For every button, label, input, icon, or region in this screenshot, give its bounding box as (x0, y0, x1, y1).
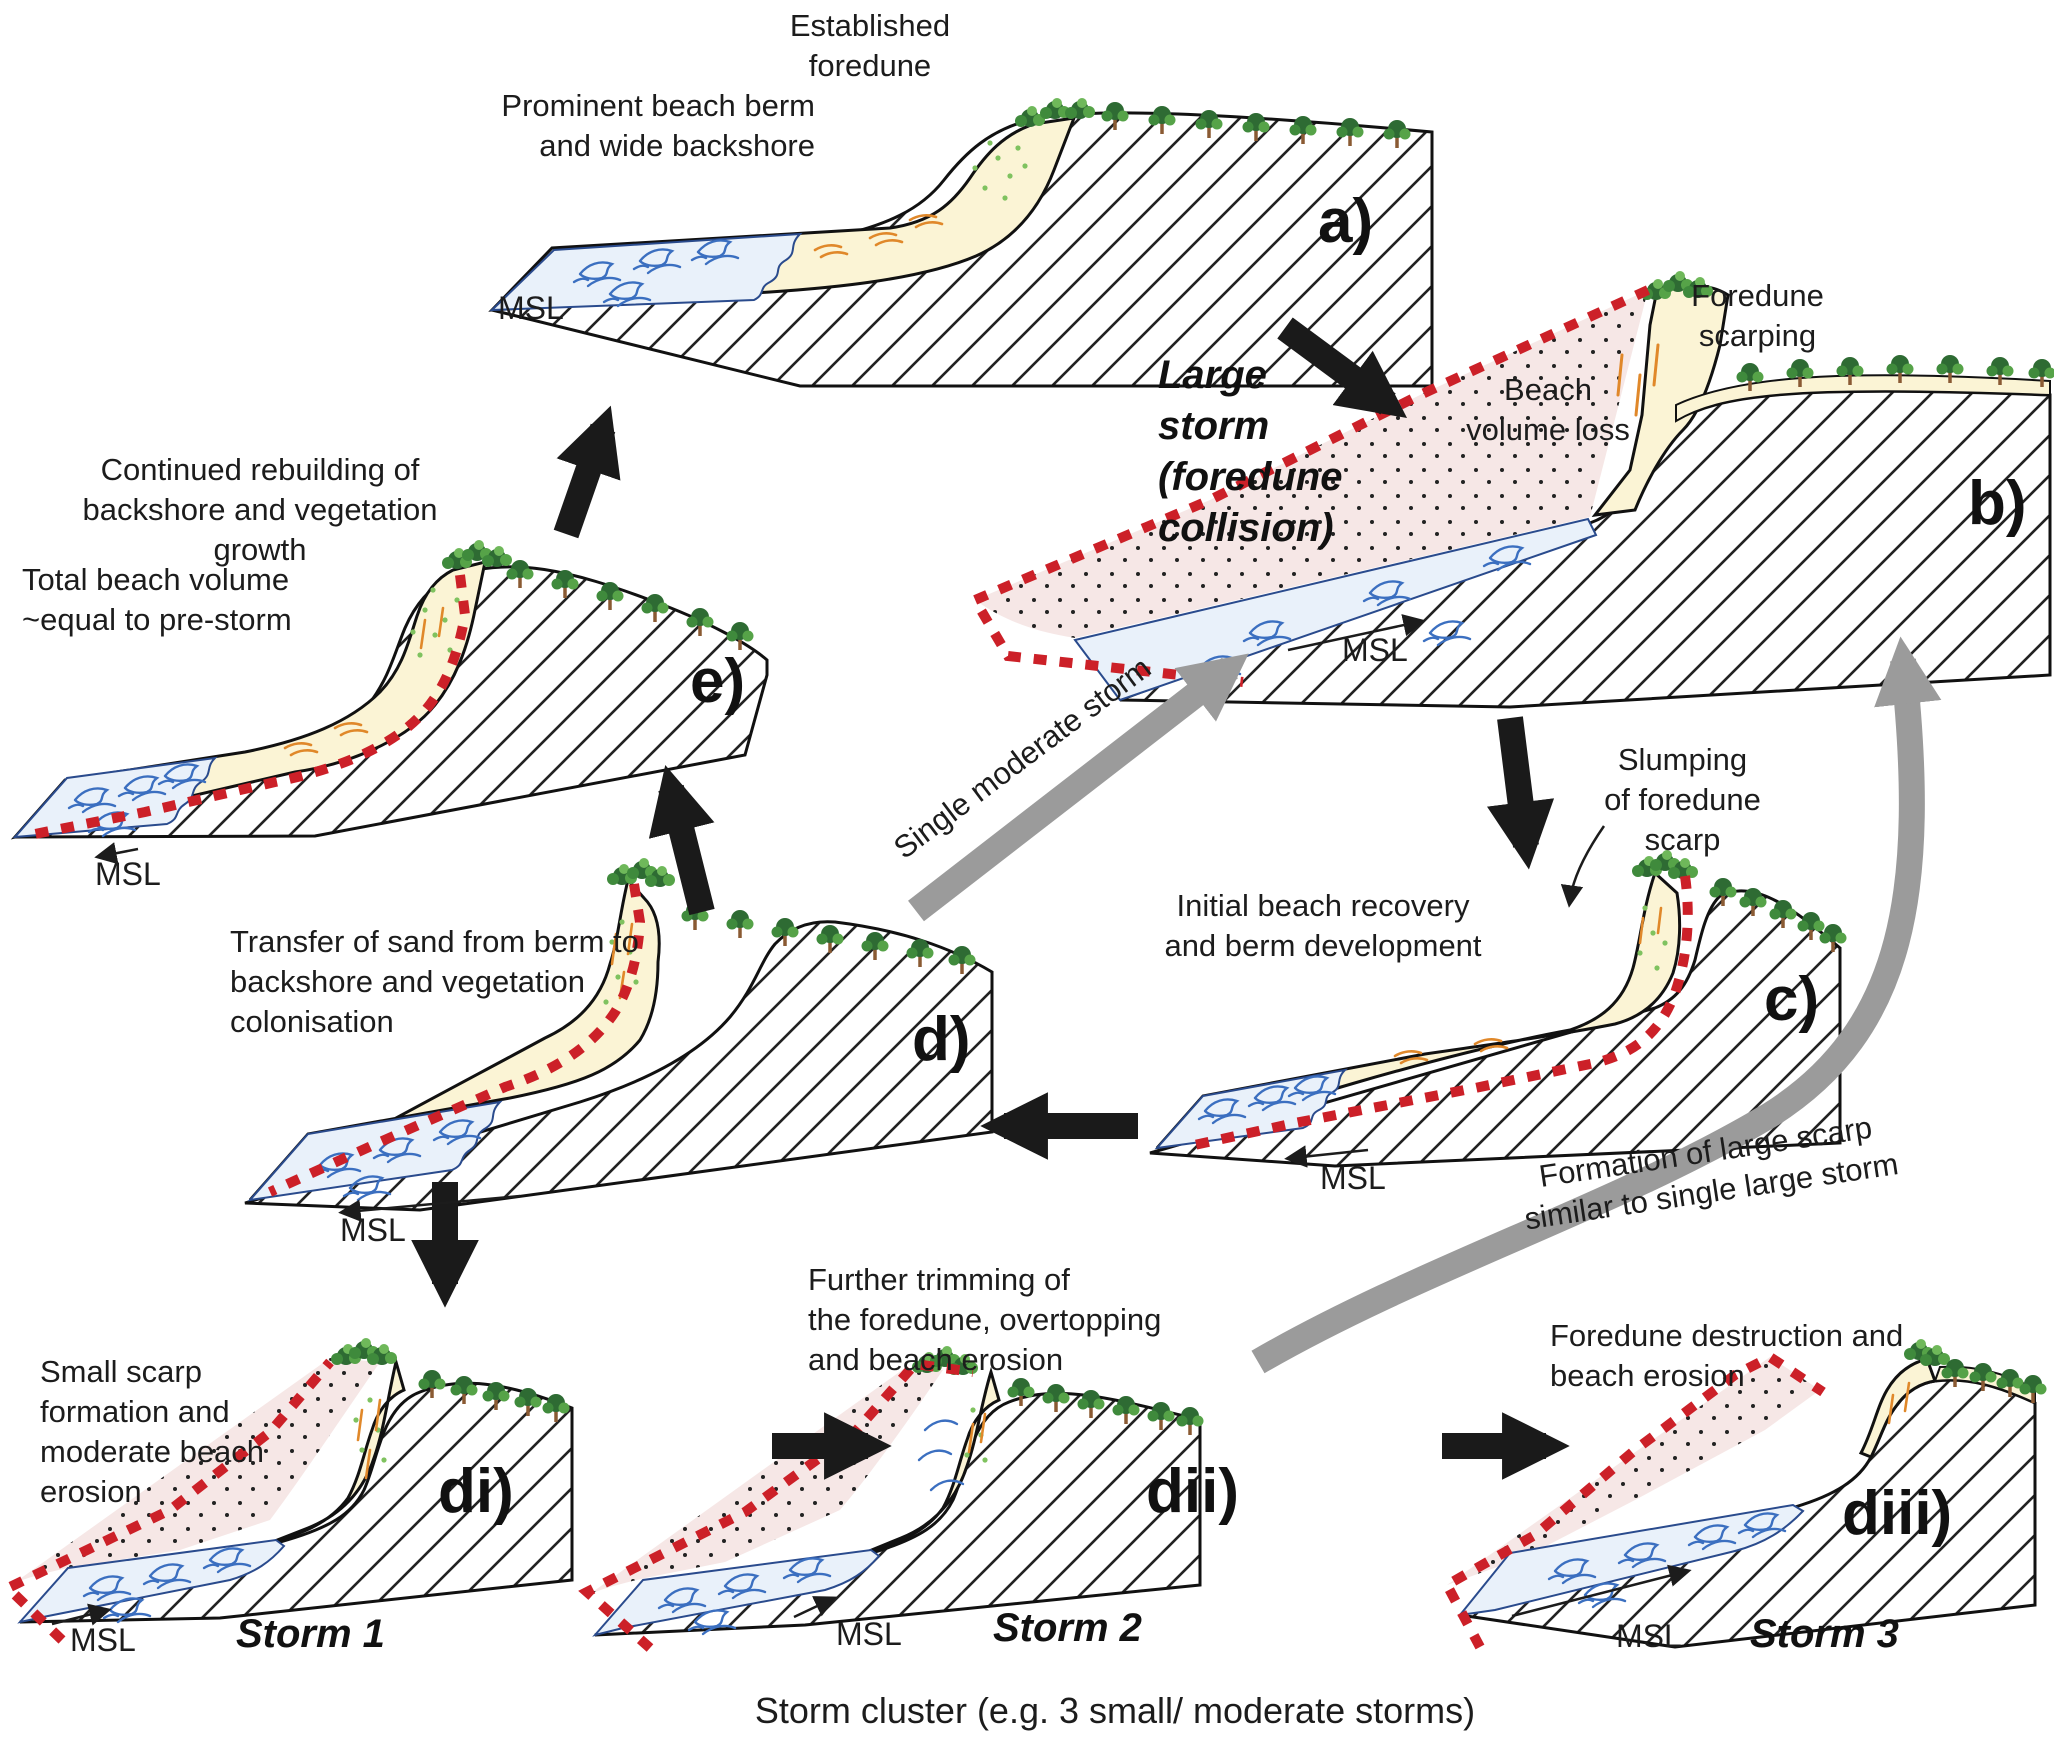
msl-label-b: MSL (1342, 632, 1408, 668)
panel-b-letter: b) (1968, 469, 2027, 538)
msl-arrow-di (51, 1603, 112, 1626)
label-large-storm: Large storm (foredune collision) (1158, 353, 1343, 550)
panel-d-letter: d) (912, 1005, 971, 1074)
label-established-foredune: Established foredune (789, 8, 951, 83)
storm-2-label: Storm 2 (993, 1606, 1142, 1650)
label-foredune-scarping: Foredune scarping (1691, 278, 1824, 353)
panel-diii-letter: diii) (1842, 1479, 1953, 1548)
msl-label-c: MSL (1320, 1160, 1386, 1196)
panel-a-illustration (488, 98, 1434, 388)
panel-di-illustration (0, 1338, 574, 1644)
msl-label-e: MSL (95, 856, 161, 892)
arrow-e-to-a (553, 405, 621, 539)
label-transfer-of-sand: Transfer of sand from berm to backshore … (230, 924, 639, 1039)
label-beach-volume-loss: Beach volume loss (1466, 372, 1630, 447)
storm-1-label: Storm 1 (236, 1612, 385, 1656)
label-further-trimming: Further trimming of the foredune, overto… (808, 1262, 1162, 1377)
label-beach-berm: Prominent beach berm and wide backshore (501, 88, 815, 163)
label-total-beach-volume: Total beach volume ~equal to pre-storm (22, 562, 292, 637)
slumping-annotation-arrow (1560, 825, 1606, 908)
msl-arrow-c (1284, 1145, 1369, 1168)
arrow-formation-large-scarp (1251, 636, 1942, 1374)
msl-label-dii: MSL (836, 1616, 902, 1652)
panel-c-letter: c) (1764, 965, 1820, 1034)
panel-a-letter: a) (1318, 187, 1374, 256)
panel-dii-letter: dii) (1146, 1457, 1239, 1526)
msl-label-diii: MSL (1616, 1618, 1682, 1654)
panel-e-illustration (10, 540, 769, 840)
msl-arrow-e (94, 842, 139, 865)
panel-e-letter: e) (690, 647, 746, 716)
panel-di-letter: di) (438, 1457, 514, 1526)
arrow-single-moderate-storm (908, 653, 1249, 922)
panel-d-illustration (244, 858, 994, 1212)
storm-3-label: Storm 3 (1750, 1612, 1899, 1656)
label-foredune-destruction: Foredune destruction and beach erosion (1550, 1318, 1904, 1393)
msl-label-di: MSL (70, 1622, 136, 1658)
msl-arrow-b (1287, 614, 1426, 652)
label-small-scarp: Small scarp formation and moderate beach… (40, 1354, 265, 1509)
msl-label-a: MSL (498, 290, 564, 326)
msl-arrow-dii (793, 1596, 838, 1619)
msl-arrow-d (338, 1194, 521, 1222)
label-initial-recovery: Initial beach recovery and berm developm… (1164, 888, 1482, 963)
arrow-a-to-b (1277, 317, 1408, 419)
storm-cluster-caption: Storm cluster (e.g. 3 small/ moderate st… (754, 1690, 1476, 1731)
label-slumping: Slumping of foredune scarp (1604, 742, 1761, 857)
panel-c-illustration (1149, 850, 1849, 1168)
arrow-b-to-c (1487, 716, 1555, 870)
label-continued-rebuilding: Continued rebuilding of backshore and ve… (82, 452, 438, 567)
msl-arrow-diii (1511, 1564, 1692, 1618)
arrow-d-to-e (648, 765, 715, 916)
panel-diii-illustration (1440, 1339, 2049, 1650)
msl-label-d: MSL (340, 1212, 406, 1248)
